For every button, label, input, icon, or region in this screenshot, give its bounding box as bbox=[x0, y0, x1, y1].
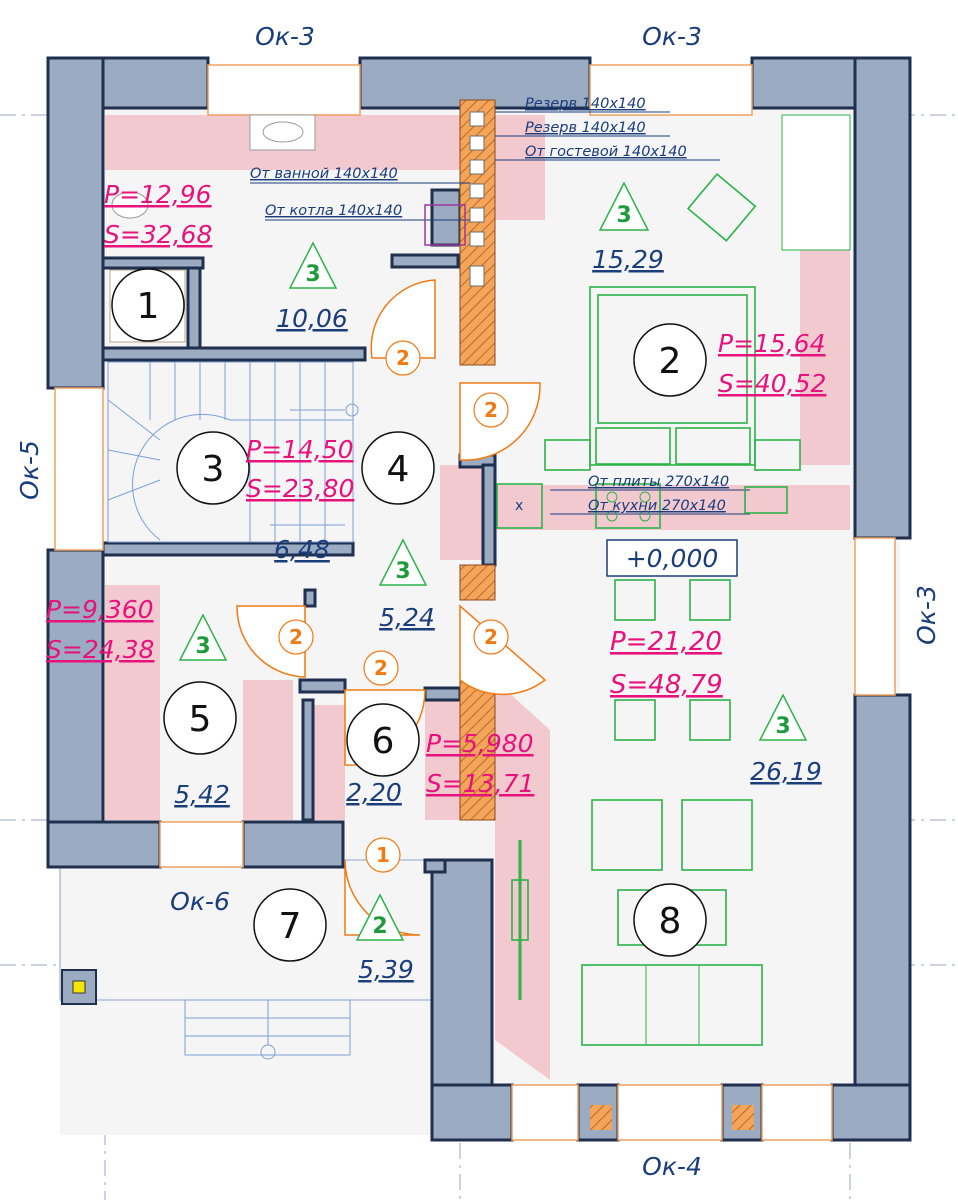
door-number: 2 bbox=[396, 346, 410, 370]
room-area: 2,20 bbox=[346, 778, 402, 807]
perimeter-label: P=14,50 bbox=[246, 435, 354, 464]
fire-class-triangle bbox=[178, 613, 228, 661]
surface-label: S=13,71 bbox=[426, 769, 534, 798]
duct-note: От плиты 270х140 bbox=[588, 474, 729, 490]
porch-steps bbox=[184, 999, 351, 1060]
surface-label: S=48,79 bbox=[610, 670, 723, 700]
fire-class: 3 bbox=[305, 262, 320, 287]
duct-note: Резерв 140х140 bbox=[525, 120, 646, 136]
duct-note: Резерв 140х140 bbox=[525, 96, 646, 112]
fire-class: 3 bbox=[616, 203, 631, 228]
duct-note: От котла 140х140 bbox=[265, 203, 402, 219]
room-number: 6 bbox=[372, 721, 395, 762]
room-number-circle bbox=[633, 883, 707, 957]
fire-class: 3 bbox=[395, 559, 410, 584]
window-label: Ок-6 bbox=[170, 887, 230, 916]
floor-level: +0,000 bbox=[626, 544, 719, 573]
room-number: 8 bbox=[659, 901, 682, 942]
surface-label: S=32,68 bbox=[104, 220, 212, 249]
room-area: 15,29 bbox=[592, 245, 664, 274]
perimeter-label: P=9,360 bbox=[46, 595, 154, 624]
room-areas: 10,06 15,29 6,48 5,24 5,42 2,20 26,19 5,… bbox=[174, 245, 822, 984]
room-number-circle bbox=[111, 268, 185, 342]
perimeter-label: P=5,980 bbox=[426, 729, 534, 758]
duct-note: От ванной 140х140 bbox=[250, 166, 398, 182]
perimeter-label: P=12,96 bbox=[104, 180, 212, 209]
surface-label: S=40,52 bbox=[718, 369, 826, 398]
fire-class-triangle bbox=[355, 893, 405, 941]
fire-class-triangle bbox=[598, 181, 650, 231]
room-number-circle bbox=[633, 323, 707, 397]
window-labels: Ок-3 Ок-3 Ок-5 Ок-3 Ок-6 Ок-4 bbox=[15, 22, 941, 1181]
fire-class-marks: 3 3 3 3 3 2 bbox=[178, 181, 808, 941]
column-marker bbox=[61, 969, 97, 1005]
room-number-circle bbox=[176, 431, 250, 505]
room-number: 3 bbox=[202, 449, 225, 490]
duct-notes: Резерв 140х140 Резерв 140х140 От гостево… bbox=[250, 96, 729, 514]
room-numbers: 1 2 3 4 5 6 7 8 bbox=[111, 268, 707, 962]
window-label: Ок-3 bbox=[255, 22, 315, 51]
fire-class: 3 bbox=[195, 634, 210, 659]
fire-class: 3 bbox=[775, 714, 790, 739]
room-area: 10,06 bbox=[276, 304, 348, 333]
room-number-circle bbox=[163, 681, 237, 755]
door-numbers: 2 2 2 2 2 1 bbox=[278, 340, 509, 873]
perimeter-label: P=15,64 bbox=[718, 329, 826, 358]
room-number-circle bbox=[361, 431, 435, 505]
room-number: 4 bbox=[387, 449, 410, 490]
room-area: 6,48 bbox=[274, 535, 330, 564]
fire-class: 2 bbox=[372, 914, 387, 939]
perimeter-labels: P=12,96 S=32,68 P=15,64 S=40,52 P=14,50 … bbox=[46, 180, 826, 798]
duct-x-mark: x bbox=[515, 498, 523, 514]
perimeter-label: P=21,20 bbox=[610, 627, 722, 657]
staircase bbox=[107, 361, 359, 543]
room-area: 5,39 bbox=[358, 955, 414, 984]
surface-label: S=23,80 bbox=[246, 474, 354, 503]
room-number: 5 bbox=[189, 699, 212, 740]
door-number: 1 bbox=[376, 843, 390, 867]
door-number: 2 bbox=[484, 398, 498, 422]
room-area: 26,19 bbox=[750, 757, 822, 786]
walls bbox=[46, 56, 912, 1142]
room-number: 7 bbox=[279, 906, 302, 947]
fire-class-triangle bbox=[288, 241, 338, 289]
room-number-circle bbox=[253, 888, 327, 962]
room-number: 2 bbox=[659, 341, 682, 382]
window-label: Ок-3 bbox=[912, 585, 941, 645]
window-label: Ок-3 bbox=[642, 22, 702, 51]
room-number: 1 bbox=[137, 286, 160, 327]
fire-class-triangle bbox=[758, 693, 808, 741]
room-number-circle bbox=[346, 703, 420, 777]
room-area: 5,24 bbox=[379, 603, 435, 632]
duct-note: От гостевой 140х140 bbox=[525, 144, 687, 160]
door-number: 2 bbox=[484, 625, 498, 649]
window-label: Ок-5 bbox=[15, 440, 44, 500]
window-openings bbox=[54, 64, 896, 1141]
room-area: 5,42 bbox=[174, 780, 230, 809]
chimney-blocks bbox=[459, 99, 754, 1130]
door-number: 2 bbox=[289, 625, 303, 649]
surface-label: S=24,38 bbox=[46, 635, 154, 664]
door-number: 2 bbox=[374, 656, 388, 680]
window-label: Ок-4 bbox=[642, 1152, 702, 1181]
duct-note: От кухни 270х140 bbox=[588, 498, 726, 514]
fire-class-triangle bbox=[378, 538, 428, 586]
